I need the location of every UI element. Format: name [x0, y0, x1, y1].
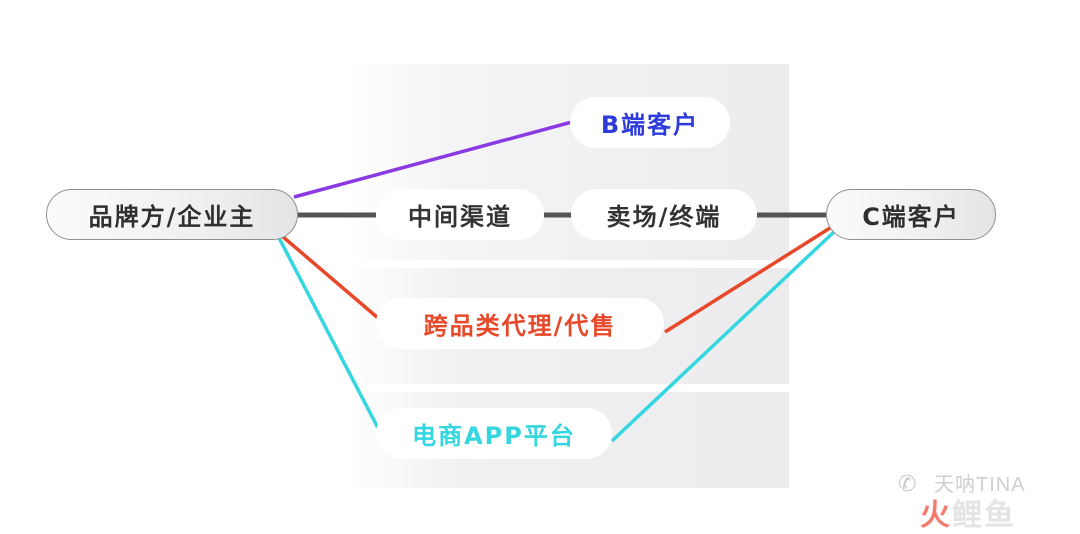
node-brand-owner: 品牌方/企业主 [46, 189, 298, 240]
node-c-customer: C端客户 [826, 189, 996, 240]
node-ecommerce-platform: 电商APP平台 [376, 408, 612, 459]
link-brand-b [293, 120, 573, 199]
watermark: ✆ 天呐TINA 火鲤鱼 [898, 466, 1068, 533]
watermark-text: 天呐TINA [934, 474, 1026, 496]
node-b-customer: B端客户 [570, 97, 730, 148]
link-brand-agency [280, 234, 380, 320]
link-ecommerce-c [610, 228, 838, 443]
link-brand-ecommerce [276, 235, 380, 429]
node-middle-channel: 中间渠道 [376, 189, 544, 240]
node-cross-category-agency: 跨品类代理/代售 [376, 298, 664, 349]
watermark-logo: 火鲤鱼 [920, 498, 1016, 533]
node-retail-terminal: 卖场/终端 [571, 189, 757, 240]
wechat-icon: ✆ [898, 472, 917, 497]
link-agency-c [664, 226, 831, 334]
